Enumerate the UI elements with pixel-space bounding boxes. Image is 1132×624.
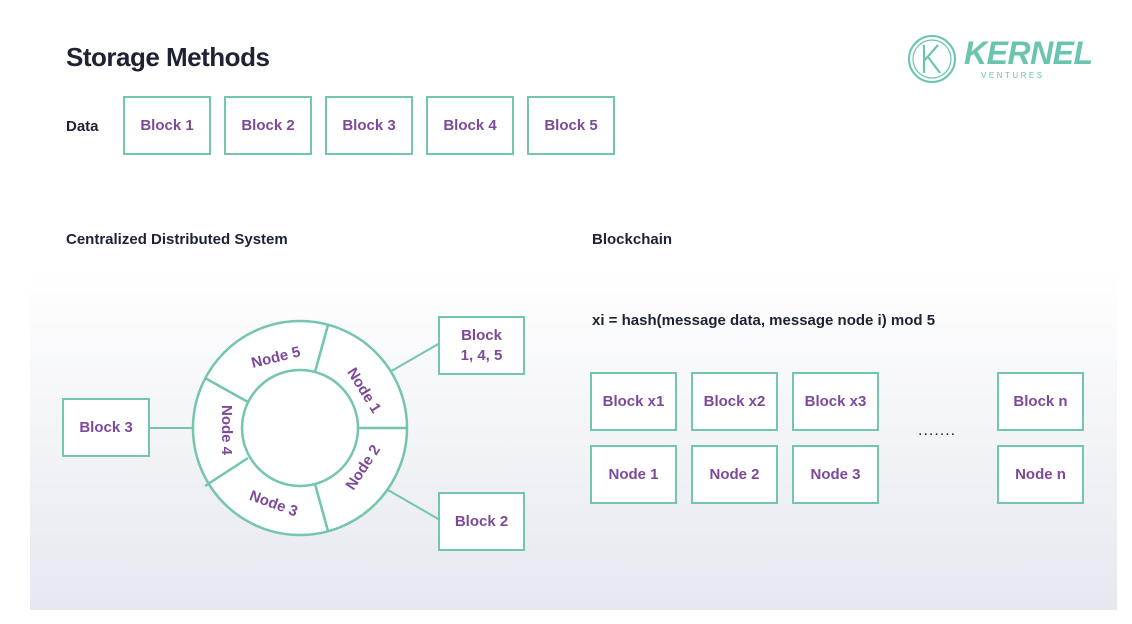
kernel-logo-icon [908, 35, 956, 83]
centralized-block-1-4-5: Block 1, 4, 5 [438, 316, 525, 375]
centralized-block-3: Block 3 [62, 398, 150, 457]
data-block-5: Block 5 [527, 96, 615, 155]
chain-block-n: Block n [997, 372, 1084, 431]
chain-node-2: Node 2 [691, 445, 778, 504]
data-block-1: Block 1 [123, 96, 211, 155]
chain-block-x2: Block x2 [691, 372, 778, 431]
kernel-ventures-logo: KERNEL VENTURES [906, 33, 1093, 85]
blockchain-heading: Blockchain [592, 231, 673, 248]
block-145-line-1: Block [461, 326, 502, 344]
block-145-line-2: 1, 4, 5 [460, 346, 503, 364]
data-block-4: Block 4 [426, 96, 514, 155]
logo-subtitle: VENTURES [981, 71, 1045, 80]
ring-node-4: Node 4 [218, 405, 235, 456]
hash-formula: xi = hash(message data, message node i) … [592, 312, 936, 329]
data-block-3: Block 3 [325, 96, 413, 155]
page-title: Storage Methods [66, 42, 270, 72]
chain-node-1: Node 1 [590, 445, 677, 504]
ring-inner [240, 368, 360, 488]
data-block-2: Block 2 [224, 96, 312, 155]
data-label: Data [66, 118, 99, 135]
centralized-heading: Centralized Distributed System [66, 231, 288, 248]
connector-block-2 [387, 489, 441, 521]
chain-node-n: Node n [997, 445, 1084, 504]
centralized-block-2: Block 2 [438, 492, 525, 551]
chain-block-x3: Block x3 [792, 372, 879, 431]
ellipsis: ....... [918, 422, 957, 439]
connector-block-145 [387, 342, 441, 374]
logo-wordmark: KERNEL [964, 35, 1093, 71]
chain-block-x1: Block x1 [590, 372, 677, 431]
chain-node-3: Node 3 [792, 445, 879, 504]
ring-dividers [204, 324, 407, 532]
